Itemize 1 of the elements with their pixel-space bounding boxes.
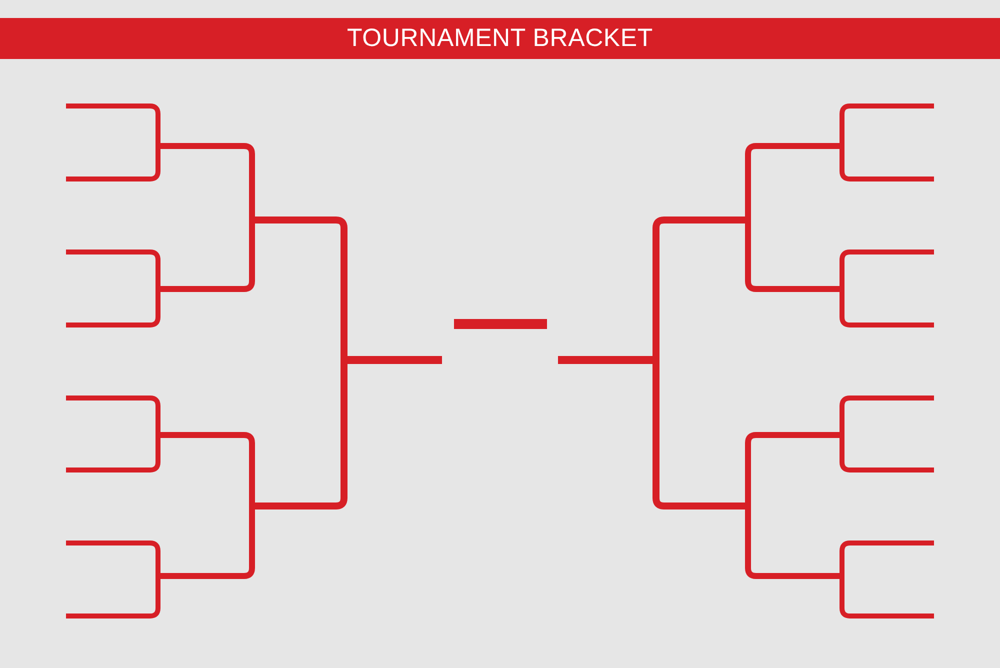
- title: TOURNAMENT BRACKET: [347, 26, 653, 51]
